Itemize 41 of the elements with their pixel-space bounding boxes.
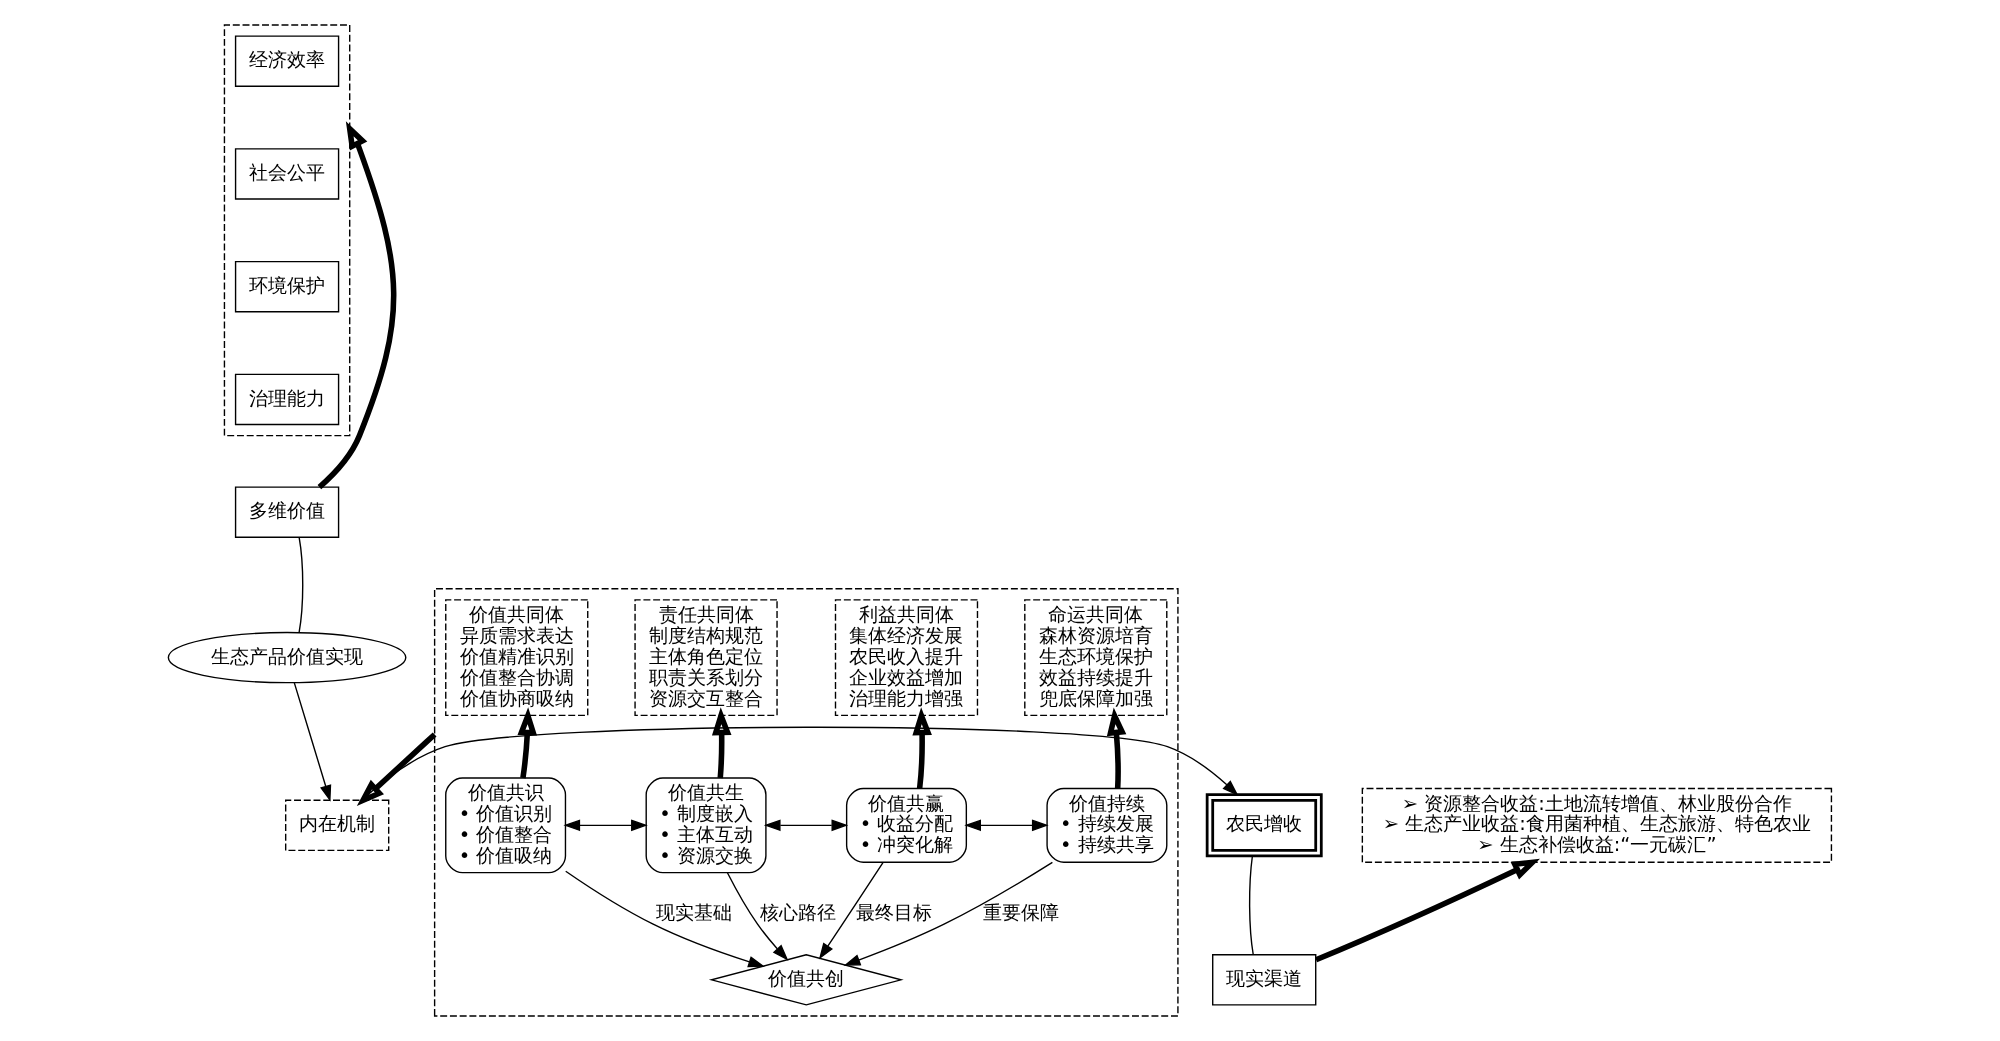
arrow bbox=[726, 872, 789, 961]
node-box: 价值共识 • 价值识别 • 价值整合 • 价值吸纳 bbox=[445, 777, 567, 874]
node-box: 价值共同体 异质需求表达 价值精准识别 价值整合协调 价值协商吸纳 bbox=[445, 599, 589, 717]
node-box: 农民增收 bbox=[1205, 793, 1323, 858]
arrow bbox=[912, 707, 932, 789]
arrow bbox=[763, 819, 849, 832]
node-ellipse: 生态产品价值实现 bbox=[167, 631, 407, 684]
node-box: ➢ 资源整合收益:土地流转增值、林业股份合作 ➢ 生态产业收益:食用菌种植、生态旅游、特色农业 ➢ 生态补偿收益:“一元碳汇” bbox=[1361, 787, 1833, 863]
edge-label: 核心路径 bbox=[759, 900, 836, 924]
arrow bbox=[563, 819, 648, 832]
node-box: 环境保护 bbox=[234, 260, 340, 313]
arrow bbox=[356, 732, 437, 806]
cluster bbox=[433, 588, 1179, 1017]
arrow bbox=[293, 681, 332, 802]
arrow bbox=[964, 819, 1049, 832]
node-box: 社会公平 bbox=[234, 148, 340, 200]
node-box: 现实渠道 bbox=[1212, 954, 1317, 1006]
arrow bbox=[565, 870, 765, 968]
node-box: 价值持续 • 持续发展 • 持续共享 bbox=[1046, 787, 1168, 863]
connector bbox=[1248, 855, 1254, 956]
edge-label: 现实基础 bbox=[655, 900, 732, 924]
node-box: 价值共赢 • 收益分配 • 冲突化解 bbox=[845, 787, 968, 863]
edge-label: 最终目标 bbox=[855, 900, 932, 924]
node-box: 命运共同体 森林资源培育 生态环境保护 效益持续提升 兜底保障加强 bbox=[1024, 599, 1168, 717]
node-box: 治理能力 bbox=[234, 373, 340, 426]
arrow bbox=[1314, 858, 1540, 963]
arrow bbox=[711, 707, 732, 779]
arrow bbox=[1106, 707, 1127, 789]
node-box: 责任共同体 制度结构规范 主体角色定位 职责关系划分 资源交互整合 bbox=[634, 599, 778, 717]
edge-label: 重要保障 bbox=[982, 900, 1059, 924]
node-box: 多维价值 bbox=[234, 486, 340, 538]
node-box: 价值共生 • 制度嵌入 • 主体互动 • 资源交换 bbox=[645, 777, 767, 874]
arrow bbox=[818, 861, 884, 960]
node-box: 利益共同体 集体经济发展 农民收入提升 企业效益增加 治理能力增强 bbox=[834, 599, 979, 717]
node-box: 内在机制 bbox=[285, 799, 390, 852]
arrow bbox=[843, 861, 1054, 966]
cluster bbox=[223, 24, 351, 437]
arrow bbox=[517, 707, 538, 779]
connector bbox=[298, 537, 304, 634]
arrow bbox=[317, 121, 397, 490]
node-box: 经济效率 bbox=[234, 35, 340, 87]
